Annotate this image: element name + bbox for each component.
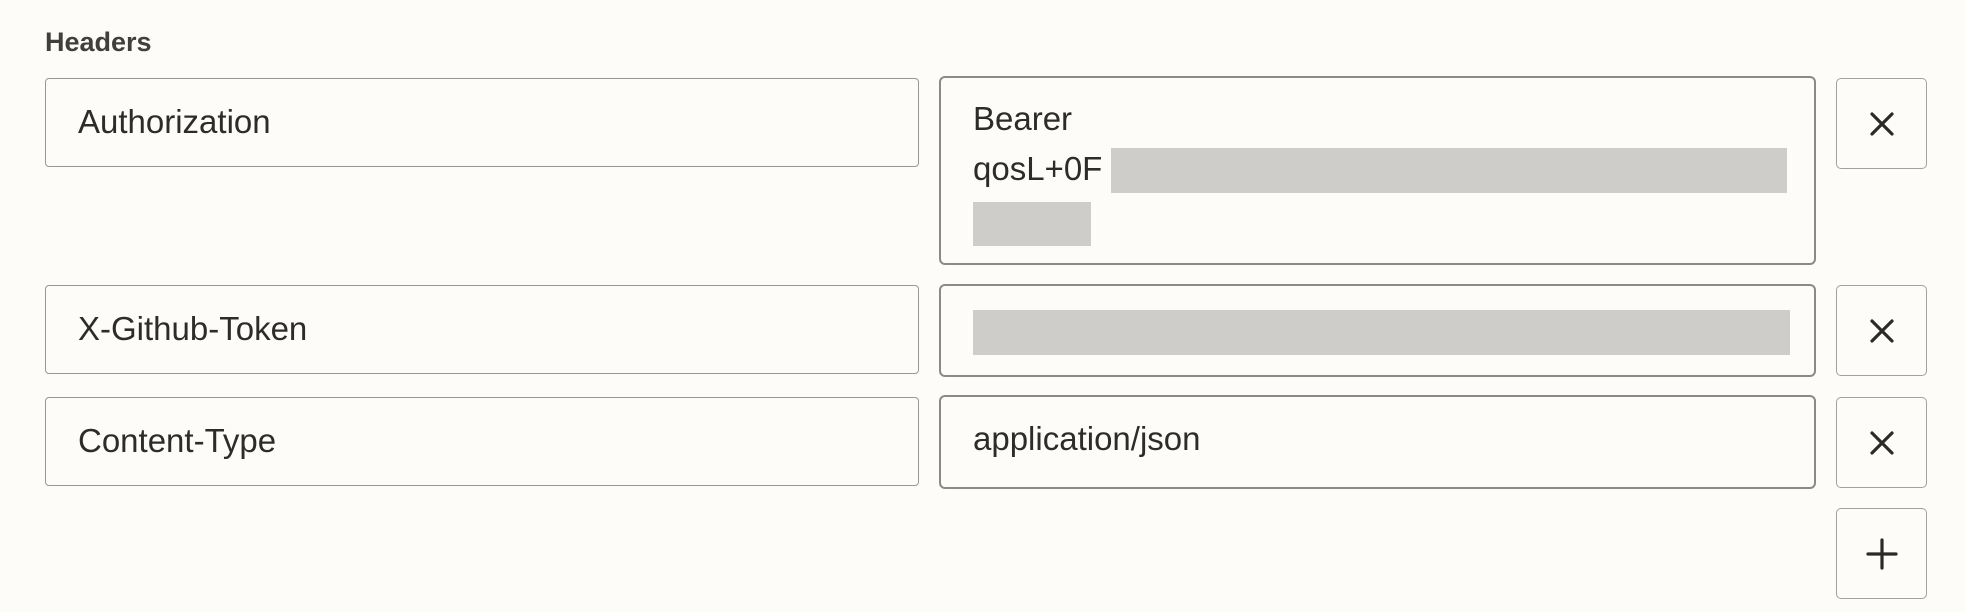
header-key-text: Content-Type: [78, 422, 277, 459]
header-value-input-x-github-token[interactable]: [939, 284, 1816, 377]
header-value-text: application/json: [973, 420, 1201, 457]
remove-header-button-authorization[interactable]: [1836, 78, 1927, 169]
close-icon: [1869, 318, 1894, 343]
redaction-block: [973, 310, 1790, 355]
plus-icon: [1865, 537, 1898, 570]
header-value-input-content-type[interactable]: application/json: [939, 395, 1816, 489]
close-icon: [1869, 430, 1894, 455]
header-value-line1: Bearer: [973, 100, 1073, 137]
remove-header-button-x-github-token[interactable]: [1836, 285, 1927, 376]
header-key-input-authorization[interactable]: Authorization: [45, 78, 919, 167]
add-header-button[interactable]: [1836, 508, 1927, 599]
close-icon: [1869, 111, 1894, 136]
header-key-input-content-type[interactable]: Content-Type: [45, 397, 919, 486]
remove-header-button-content-type[interactable]: [1836, 397, 1927, 488]
header-value-input-authorization[interactable]: Bearer qosL+0F: [939, 76, 1816, 265]
header-key-text: Authorization: [78, 103, 271, 140]
header-value-line2-prefix: qosL+0F: [973, 150, 1103, 187]
header-key-input-x-github-token[interactable]: X-Github-Token: [45, 285, 919, 374]
header-key-text: X-Github-Token: [78, 310, 308, 347]
section-label: Headers: [45, 27, 152, 57]
redaction-block: [1111, 148, 1787, 193]
redaction-block: [973, 202, 1091, 246]
